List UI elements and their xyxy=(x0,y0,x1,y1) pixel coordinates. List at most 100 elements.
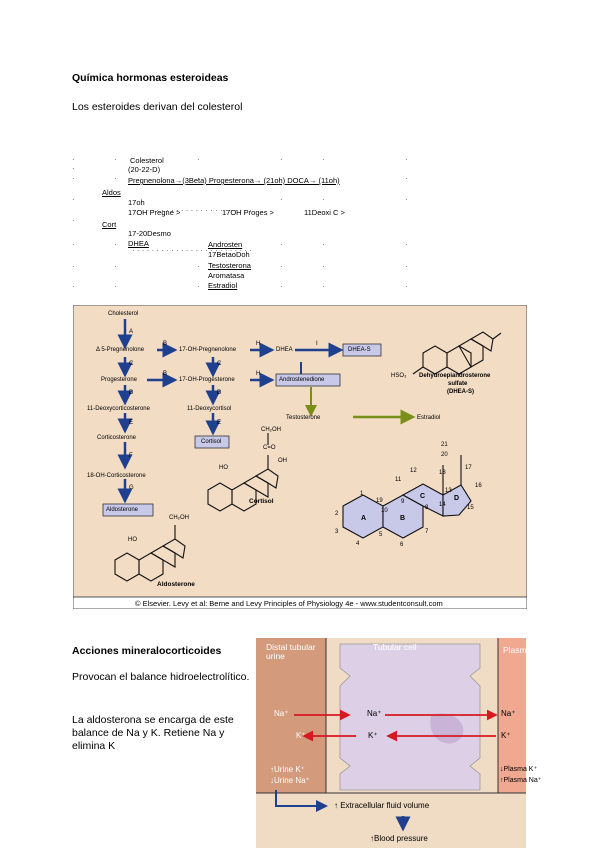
num-16: 16 xyxy=(475,483,482,489)
fig1-cortisol-label: Cortisol xyxy=(249,498,274,505)
fig1-17oh-preg: 17-OH-Pregnenolone xyxy=(179,347,237,353)
numbered-steroid-structure xyxy=(342,455,472,539)
num-18: 18 xyxy=(439,470,446,476)
intro-text: Los esteroides derivan del colesterol xyxy=(72,101,243,113)
note-17oh: 17oh xyxy=(128,198,145,207)
section2-p2: La aldosterona se encarga de este balanc… xyxy=(72,714,234,753)
note-dhea: DHEA xyxy=(128,239,149,248)
fig1-step-e2: E xyxy=(217,420,222,426)
fig1-step-b2: B xyxy=(163,371,168,377)
fig1-dheas-name3: (DHEA-S) xyxy=(447,389,474,395)
fig1-step-c2: C xyxy=(217,361,222,367)
note-17ohpregne: 17OH Pregne > xyxy=(128,208,181,217)
note-17ohproges: 17OH Proges > xyxy=(222,208,274,217)
note-betaoh: 17BetaoDoh xyxy=(208,250,250,259)
fig2-na1: Na⁺ xyxy=(274,709,289,718)
num-9: 9 xyxy=(401,499,405,505)
section-title: Química hormonas esteroideas xyxy=(72,72,229,84)
num-4: 4 xyxy=(356,541,360,547)
num-8: 8 xyxy=(425,505,429,511)
fig2-plasma-na: ↑Plasma Na⁺ xyxy=(500,777,542,784)
fig1-corticosterone: Corticosterone xyxy=(97,435,137,441)
num-1: 1 xyxy=(360,491,364,497)
fig1-estradiol: Estradiol xyxy=(417,415,441,421)
num-19: 19 xyxy=(376,498,383,504)
num-11: 11 xyxy=(395,477,402,483)
fig1-caption: © Elsevier. Levy et al: Berne and Levy P… xyxy=(135,599,443,608)
ring-d: D xyxy=(454,495,460,502)
note-aldos: Aldos xyxy=(102,188,121,197)
fig1-17oh-prog: 17-OH-Progesterone xyxy=(179,377,235,383)
fig2-k1: K⁺ xyxy=(296,731,306,740)
note-chain: Pregnenolona→(3Beta) Progesterona→ (21oh… xyxy=(128,176,340,185)
fig1-hso3: HSO₃ xyxy=(391,373,407,379)
fig2-plasma-k: ↓Plasma K⁺ xyxy=(500,766,538,773)
fig1-step-c: C xyxy=(129,361,134,367)
fig1-step-b: B xyxy=(163,341,168,347)
ring-c: C xyxy=(420,493,426,500)
fig1-dheas-name1: Dehydroepiandrosterone xyxy=(419,373,491,379)
aldosterone-structure xyxy=(114,525,186,582)
dheas-structure xyxy=(412,331,502,375)
fig1-aldosterone-box: Aldosterone xyxy=(106,507,139,513)
fig2-tubular: Tubular cell xyxy=(373,642,417,652)
fig2-bp: ↑Blood pressure xyxy=(370,834,428,843)
fig2-distal: Distal tubular urine xyxy=(266,642,316,662)
num-3: 3 xyxy=(335,529,339,535)
fig1-cortisol-box: Cortisol xyxy=(201,439,222,445)
num-13: 13 xyxy=(445,488,452,494)
fig1-step-a: A xyxy=(129,329,134,335)
fig1-step-i: I xyxy=(316,341,318,347)
fig1-step-d: D xyxy=(129,390,134,396)
fig1-dheas-name2: sulfate xyxy=(448,381,468,387)
num-15: 15 xyxy=(467,505,474,511)
note-colesterol: Colesterol xyxy=(130,156,164,165)
note-2022: (20-22-D) xyxy=(128,165,161,174)
fig1-step-h: H xyxy=(256,341,261,347)
fig1-ho: HO xyxy=(219,465,228,471)
fig2-k2: K⁺ xyxy=(368,731,378,740)
fig2-ecfv: ↑ Extracellular fluid volume xyxy=(334,801,430,810)
num-12: 12 xyxy=(410,468,417,474)
num-20: 20 xyxy=(441,452,448,458)
ring-a: A xyxy=(361,515,367,522)
fig1-step-e: E xyxy=(129,420,134,426)
note-cort: Cort xyxy=(102,220,117,229)
fig1-testosterone: Testosterone xyxy=(286,415,321,421)
num-6: 6 xyxy=(400,542,404,548)
fig1-step-d2: D xyxy=(217,390,222,396)
cortisol-structure xyxy=(207,433,279,512)
num-17: 17 xyxy=(465,465,472,471)
note-1720: 17-20Desmo xyxy=(128,229,171,238)
fig1-aldosterone-label: Aldosterone xyxy=(157,581,195,588)
renal-cell-svg xyxy=(256,638,526,848)
fig1-ho-2: HO xyxy=(128,537,137,543)
fig1-dhea: DHEA xyxy=(276,347,293,353)
fig2-k3: K⁺ xyxy=(501,731,511,740)
note-11deoxi: 11Deoxi C > xyxy=(304,208,345,217)
fig1-pregnenolone: Δ 5-Pregnenolone xyxy=(96,347,145,353)
fig2-urine-na: ↓Urine Na⁺ xyxy=(270,776,310,785)
fig1-progesterone: Progesterone xyxy=(101,377,138,383)
fig1-step-g: G xyxy=(129,485,134,491)
num-10: 10 xyxy=(381,508,388,514)
fig1-dheas-box: DHEA-S xyxy=(348,347,371,353)
fig1-cholesterol: Cholesterol xyxy=(108,311,139,317)
num-2: 2 xyxy=(335,511,339,517)
note-estradiol: Estradiol xyxy=(208,281,238,290)
section2-p1: Provocan el balance hidroelectrolítico. xyxy=(72,671,250,683)
section2-title: Acciones mineralocorticoides xyxy=(72,645,222,657)
ring-b: B xyxy=(400,515,406,522)
fig1-ch2oh: CH₂OH xyxy=(261,427,281,433)
num-5: 5 xyxy=(379,532,383,538)
fig1-step-h2: H xyxy=(256,371,261,377)
notes-block: ········ ····· ···· ····· ····· ······ ·… xyxy=(72,155,408,291)
fig1-step-f: F xyxy=(129,453,133,459)
fig1-co: C=O xyxy=(263,445,276,451)
renal-cell-figure: Distal tubular urine Tubular cell Plasma… xyxy=(256,638,541,848)
note-testosterona: Testosterona xyxy=(208,261,251,270)
fig2-plasma: Plasma xyxy=(503,645,532,655)
fig1-ch2oh-2: CH₂OH xyxy=(169,515,189,521)
fig1-deoxycort: 11-Deoxycorticosterone xyxy=(87,406,150,412)
